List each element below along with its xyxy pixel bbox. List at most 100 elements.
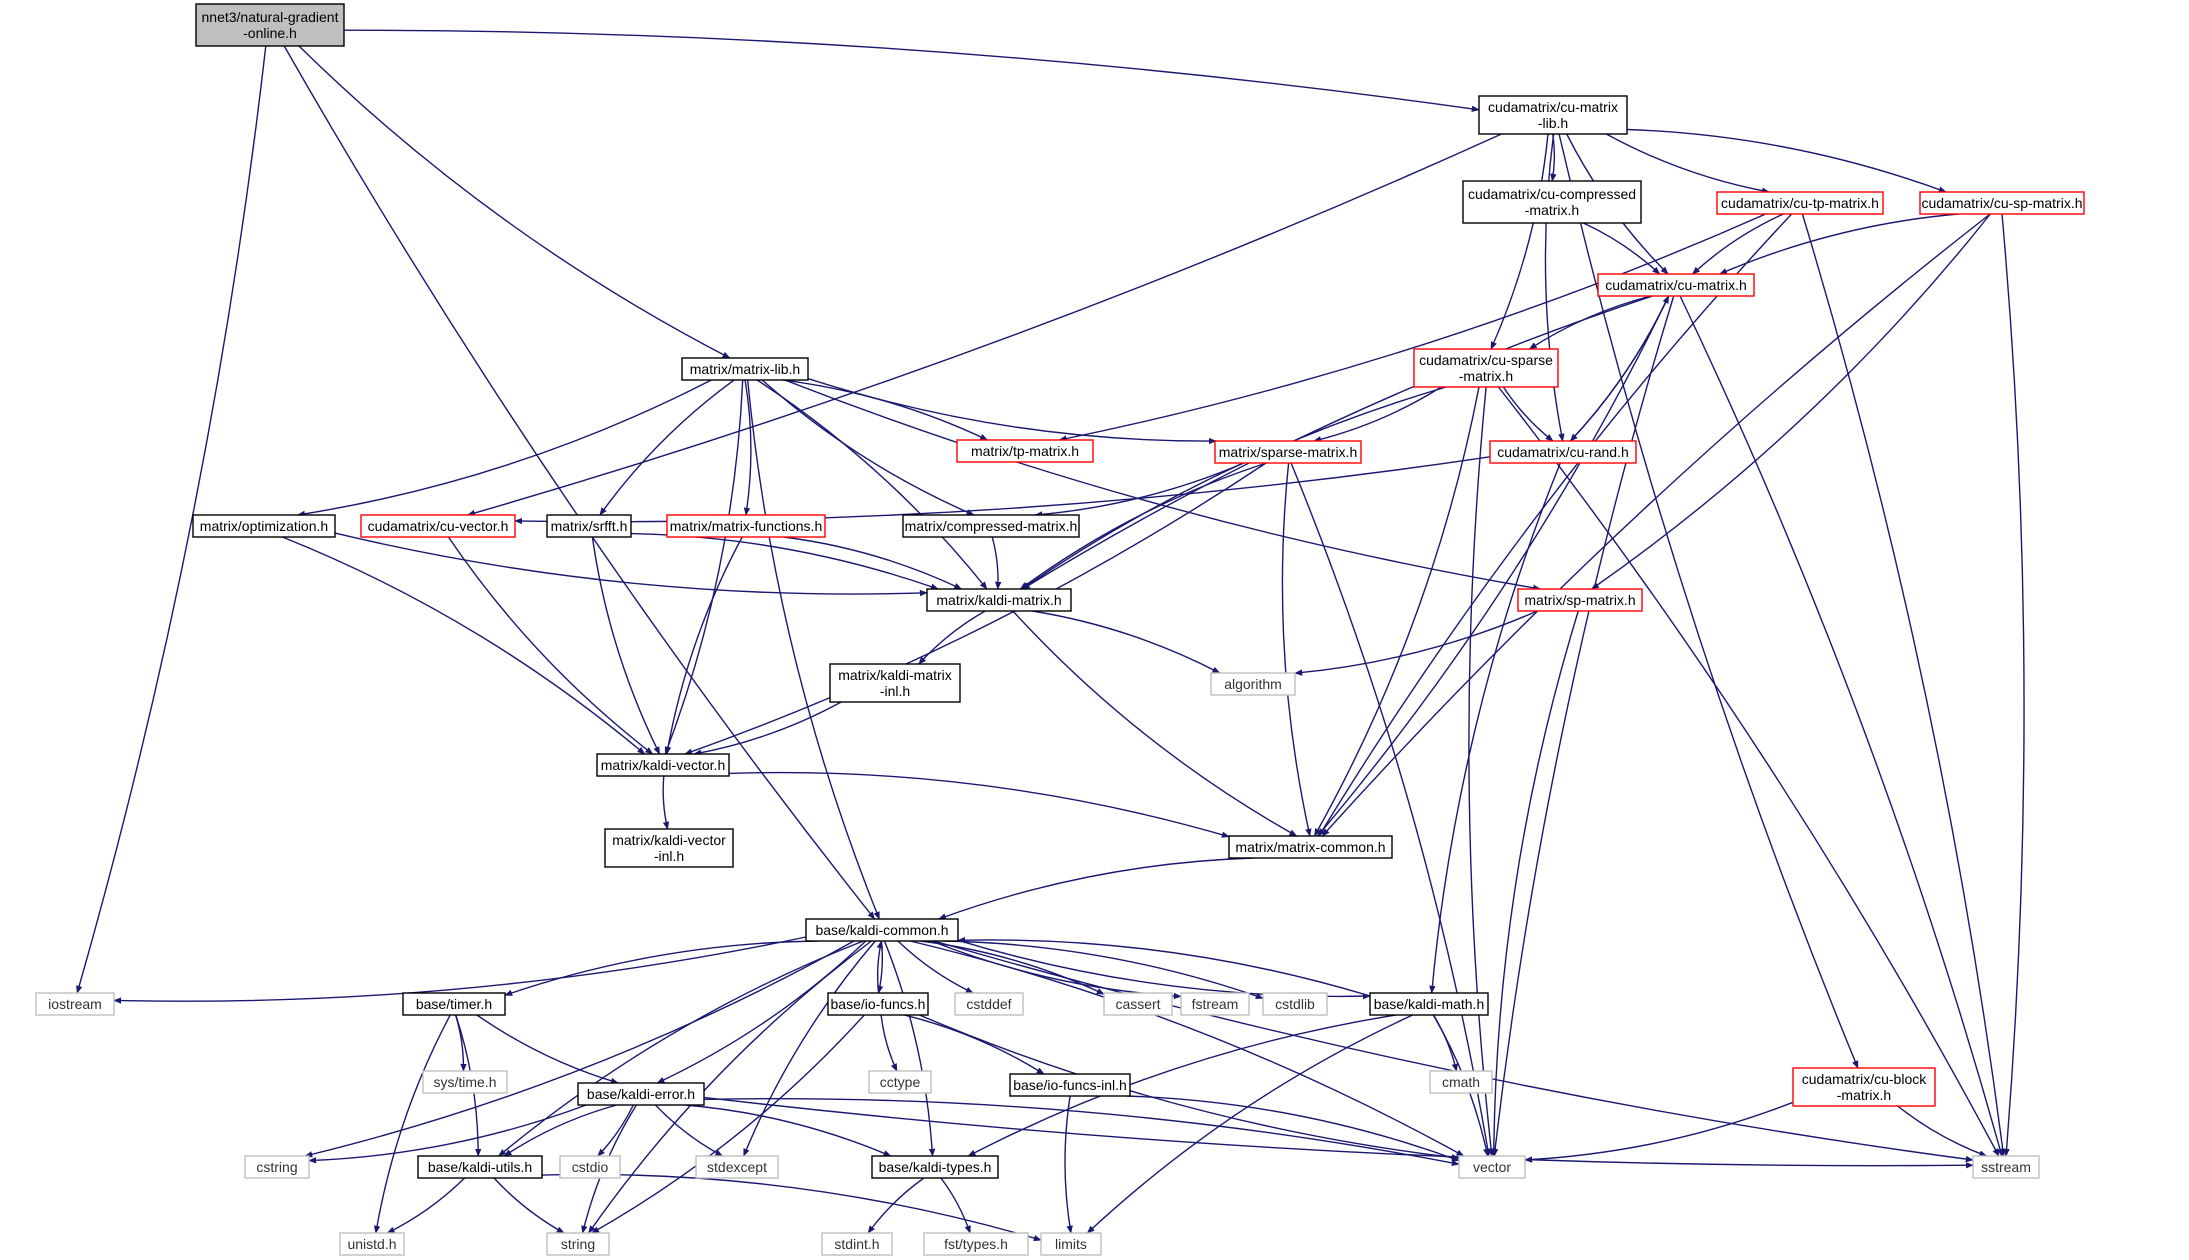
node-kaldi-matrix-inl[interactable]: matrix/kaldi-matrix-inl.h xyxy=(829,663,961,703)
node-cstdlib: cstdlib xyxy=(1262,992,1328,1016)
node-kaldi-common[interactable]: base/kaldi-common.h xyxy=(805,918,959,942)
node-box xyxy=(546,1232,610,1256)
edge-kaldi_math-to-cmath xyxy=(1432,1014,1458,1072)
node-io-funcs-inl[interactable]: base/io-funcs-inl.h xyxy=(1009,1073,1131,1097)
node-box xyxy=(681,357,809,381)
node-box xyxy=(1597,273,1755,297)
node-algorithm: algorithm xyxy=(1210,672,1296,696)
edge-kaldi_error-to-kaldi_types xyxy=(685,1104,892,1157)
edge-kaldi_common-to-sstream xyxy=(934,940,1974,1163)
edge-matrix_lib-to-kaldi_vector xyxy=(664,379,744,755)
edge-cu_vector-to-kaldi_vector xyxy=(447,536,654,755)
node-box xyxy=(1413,348,1559,388)
edge-compressed_matrix-to-kaldi_matrix xyxy=(991,536,1002,590)
edge-matrix_functions-to-kaldi_vector xyxy=(664,536,743,755)
node-cu-compressed[interactable]: cudamatrix/cu-compressed-matrix.h xyxy=(1462,180,1642,224)
node-sparse-matrix[interactable]: matrix/sparse-matrix.h xyxy=(1214,440,1362,464)
edge-matrix_functions-to-kaldi_matrix xyxy=(783,536,963,590)
node-timer[interactable]: base/timer.h xyxy=(402,992,506,1016)
node-kaldi-vector-inl[interactable]: matrix/kaldi-vector-inl.h xyxy=(604,828,734,868)
node-fstream: fstream xyxy=(1180,992,1250,1016)
node-kaldi-error[interactable]: base/kaldi-error.h xyxy=(577,1082,705,1106)
node-label: -inl.h xyxy=(880,683,910,699)
node-label: base/kaldi-math.h xyxy=(1374,996,1485,1012)
edge-cu_matrix-to-matrix_common xyxy=(1317,295,1670,837)
node-box xyxy=(1040,1232,1102,1256)
edge-optimization-to-kaldi_vector xyxy=(282,536,646,755)
node-cu-sp-matrix[interactable]: cudamatrix/cu-sp-matrix.h xyxy=(1919,191,2085,215)
edge-cu_matrix_lib-to-cu_tp_matrix xyxy=(1605,133,1770,194)
node-cu-matrix[interactable]: cudamatrix/cu-matrix.h xyxy=(1597,273,1755,297)
node-label: matrix/matrix-functions.h xyxy=(670,518,822,534)
edge-kaldi_vector-to-kaldi_vector_inl xyxy=(662,775,670,830)
node-box xyxy=(35,992,115,1016)
node-cu-tp-matrix[interactable]: cudamatrix/cu-tp-matrix.h xyxy=(1716,191,1884,215)
node-box xyxy=(666,514,826,538)
node-label: matrix/kaldi-matrix xyxy=(838,667,952,683)
node-kaldi-types[interactable]: base/kaldi-types.h xyxy=(871,1155,999,1179)
node-kaldi-utils[interactable]: base/kaldi-utils.h xyxy=(417,1155,543,1179)
edge-sp_matrix-to-vector xyxy=(1490,610,1579,1157)
node-box xyxy=(596,753,730,777)
node-cu-vector[interactable]: cudamatrix/cu-vector.h xyxy=(360,514,516,538)
node-box xyxy=(1103,992,1173,1016)
node-srfft[interactable]: matrix/srfft.h xyxy=(546,514,632,538)
edge-kaldi_utils-to-string xyxy=(493,1177,565,1234)
node-vector: vector xyxy=(1458,1155,1526,1179)
edge-cu_sparse-to-sparse_matrix xyxy=(1313,386,1442,443)
node-kaldi-math[interactable]: base/kaldi-math.h xyxy=(1369,992,1489,1016)
node-label: matrix/compressed-matrix.h xyxy=(905,518,1078,534)
node-fst-types: fst/types.h xyxy=(923,1232,1029,1256)
node-sys-time: sys/time.h xyxy=(422,1070,508,1094)
node-label: base/kaldi-types.h xyxy=(879,1159,992,1175)
node-box xyxy=(195,3,345,47)
node-sp-matrix[interactable]: matrix/sp-matrix.h xyxy=(1517,588,1643,612)
node-label: cudamatrix/cu-sparse xyxy=(1419,352,1553,368)
node-label: -matrix.h xyxy=(1837,1087,1891,1103)
node-label: fstream xyxy=(1192,996,1239,1012)
edge-cu_sparse-to-matrix_common xyxy=(1313,386,1480,837)
node-cu-sparse[interactable]: cudamatrix/cu-sparse-matrix.h xyxy=(1413,348,1559,388)
edge-kaldi_error-to-stdexcept xyxy=(654,1104,724,1157)
edge-matrix_lib-to-matrix_functions xyxy=(743,379,752,516)
node-label: stdint.h xyxy=(834,1236,879,1252)
node-box xyxy=(695,1155,779,1179)
node-matrix-lib[interactable]: matrix/matrix-lib.h xyxy=(681,357,809,381)
node-box xyxy=(1517,588,1643,612)
node-label: cudamatrix/cu-matrix.h xyxy=(1605,277,1747,293)
edge-cu_sp_matrix-to-sstream xyxy=(2001,213,2025,1157)
node-kaldi-matrix[interactable]: matrix/kaldi-matrix.h xyxy=(926,588,1072,612)
edge-kaldi_types-to-stdint xyxy=(867,1177,925,1234)
edge-cu_compressed-to-cu_matrix xyxy=(1583,222,1661,275)
edge-kaldi_common-to-kaldi_utils xyxy=(498,940,864,1157)
node-label: sys/time.h xyxy=(433,1074,496,1090)
edge-kaldi_common-to-kaldi_math xyxy=(957,939,1371,1000)
node-box xyxy=(360,514,516,538)
edge-cu_matrix_lib-to-cu_sparse xyxy=(1490,133,1549,350)
node-kaldi-vector[interactable]: matrix/kaldi-vector.h xyxy=(596,753,730,777)
node-cu-block[interactable]: cudamatrix/cu-block-matrix.h xyxy=(1792,1067,1936,1107)
edge-kaldi_error-to-kaldi_utils xyxy=(503,1104,617,1157)
node-io-funcs[interactable]: base/io-funcs.h xyxy=(827,992,929,1016)
node-optimization[interactable]: matrix/optimization.h xyxy=(192,514,336,538)
node-box xyxy=(1180,992,1250,1016)
node-label: cstddef xyxy=(966,996,1011,1012)
node-box xyxy=(1228,835,1393,859)
node-tp-matrix[interactable]: matrix/tp-matrix.h xyxy=(956,439,1094,463)
edge-sparse_matrix-to-matrix_common xyxy=(1281,462,1312,837)
node-matrix-common[interactable]: matrix/matrix-common.h xyxy=(1228,835,1393,859)
node-box xyxy=(1972,1155,2040,1179)
node-matrix-functions[interactable]: matrix/matrix-functions.h xyxy=(666,514,826,538)
edge-matrix_common-to-kaldi_common xyxy=(938,857,1254,920)
edge-timer-to-kaldi_error xyxy=(476,1014,619,1085)
node-natural-gradient[interactable]: nnet3/natural-gradient-online.h xyxy=(195,3,345,47)
node-compressed-matrix[interactable]: matrix/compressed-matrix.h xyxy=(902,514,1080,538)
node-cu-matrix-lib[interactable]: cudamatrix/cu-matrix-lib.h xyxy=(1478,95,1628,135)
edge-kaldi_utils-to-unistd xyxy=(386,1177,466,1234)
edge-cu_sp_matrix-to-sp_matrix xyxy=(1591,213,1991,590)
node-box xyxy=(1716,191,1884,215)
edge-natural_gradient-to-cu_matrix_lib xyxy=(343,29,1480,112)
edge-kaldi_error-to-cstdio xyxy=(597,1104,634,1157)
edge-kaldi_common-to-string xyxy=(588,940,872,1234)
node-cu-rand[interactable]: cudamatrix/cu-rand.h xyxy=(1489,440,1637,464)
